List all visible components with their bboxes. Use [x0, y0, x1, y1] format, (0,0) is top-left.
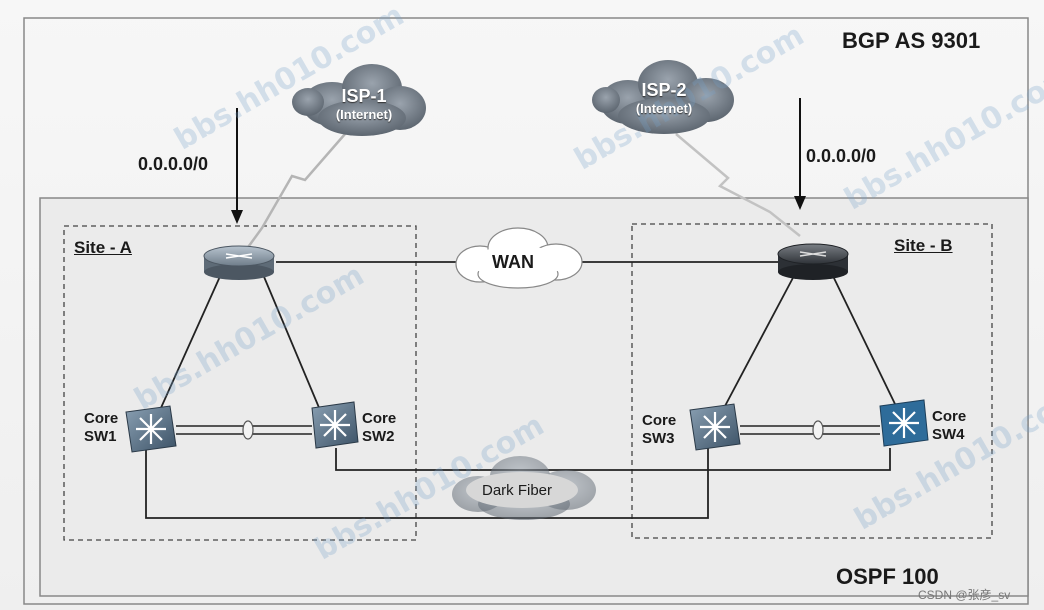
- isp1-cloud-icon: [292, 64, 426, 136]
- site-b-box: [631, 223, 993, 539]
- isp2-link: [675, 133, 801, 237]
- dark-fiber-cloud-icon: [452, 456, 596, 520]
- core-sw3-line2: SW3: [642, 430, 675, 447]
- site-a-box: [63, 225, 417, 541]
- default-route-right-label: 0.0.0.0/0: [806, 146, 877, 166]
- sw3-sw4-link: [740, 420, 880, 440]
- site-a-label: Site - A: [74, 238, 132, 257]
- bgp-as-label: BGP AS 9301: [842, 28, 981, 53]
- link-rb-sw3: [724, 273, 796, 407]
- core-sw4-label: Core SW4: [932, 408, 966, 444]
- core-sw1-line1: Core: [84, 410, 119, 427]
- core-sw3-icon: [689, 403, 741, 451]
- core-sw3-label: Core SW3: [642, 412, 676, 448]
- link-ra-sw2: [261, 271, 321, 411]
- isp2-name: ISP-2: [641, 80, 687, 100]
- core-sw4-line1: Core: [932, 408, 967, 425]
- isp1-cloud-label: ISP-1 (Internet): [314, 86, 414, 122]
- default-route-left-label: 0.0.0.0/0: [138, 154, 209, 174]
- default-route-arrow-right: [794, 98, 806, 210]
- core-sw4-icon: [879, 399, 929, 447]
- isp2-cloud-icon: [592, 60, 734, 134]
- isp1-sub: (Internet): [335, 107, 393, 122]
- core-sw1-label: Core SW1: [84, 410, 118, 446]
- link-rb-sw4: [831, 273, 896, 405]
- core-sw2-label: Core SW2: [362, 410, 396, 446]
- core-sw4-line2: SW4: [932, 426, 965, 443]
- isp1-link: [244, 133, 346, 251]
- router-site-b-icon: [777, 243, 849, 280]
- site-b-label: Site - B: [894, 236, 953, 255]
- core-sw2-line2: SW2: [362, 428, 395, 445]
- dark-fiber-link-sw1-sw3: [145, 448, 709, 519]
- router-site-a-icon: [203, 245, 275, 280]
- core-sw2-icon: [311, 401, 359, 449]
- isp1-name: ISP-1: [341, 86, 387, 106]
- core-sw2-line1: Core: [362, 410, 397, 427]
- wan-label: WAN: [492, 252, 534, 272]
- link-ra-sw1: [159, 271, 223, 411]
- dark-fiber-link-sw2-sw4: [335, 448, 891, 471]
- isp2-cloud-label: ISP-2 (Internet): [614, 80, 714, 116]
- core-sw1-line2: SW1: [84, 428, 117, 445]
- core-sw3-line1: Core: [642, 412, 677, 429]
- ospf-label: OSPF 100: [836, 564, 939, 589]
- isp2-sub: (Internet): [635, 101, 693, 116]
- default-route-arrow-left: [231, 108, 243, 224]
- wan-cloud-icon: [455, 227, 583, 289]
- sw1-sw2-link: [176, 420, 312, 440]
- csdn-caption: CSDN @张彦_sv: [918, 588, 1011, 602]
- dark-fiber-label: Dark Fiber: [482, 482, 553, 499]
- core-sw1-icon: [125, 405, 177, 453]
